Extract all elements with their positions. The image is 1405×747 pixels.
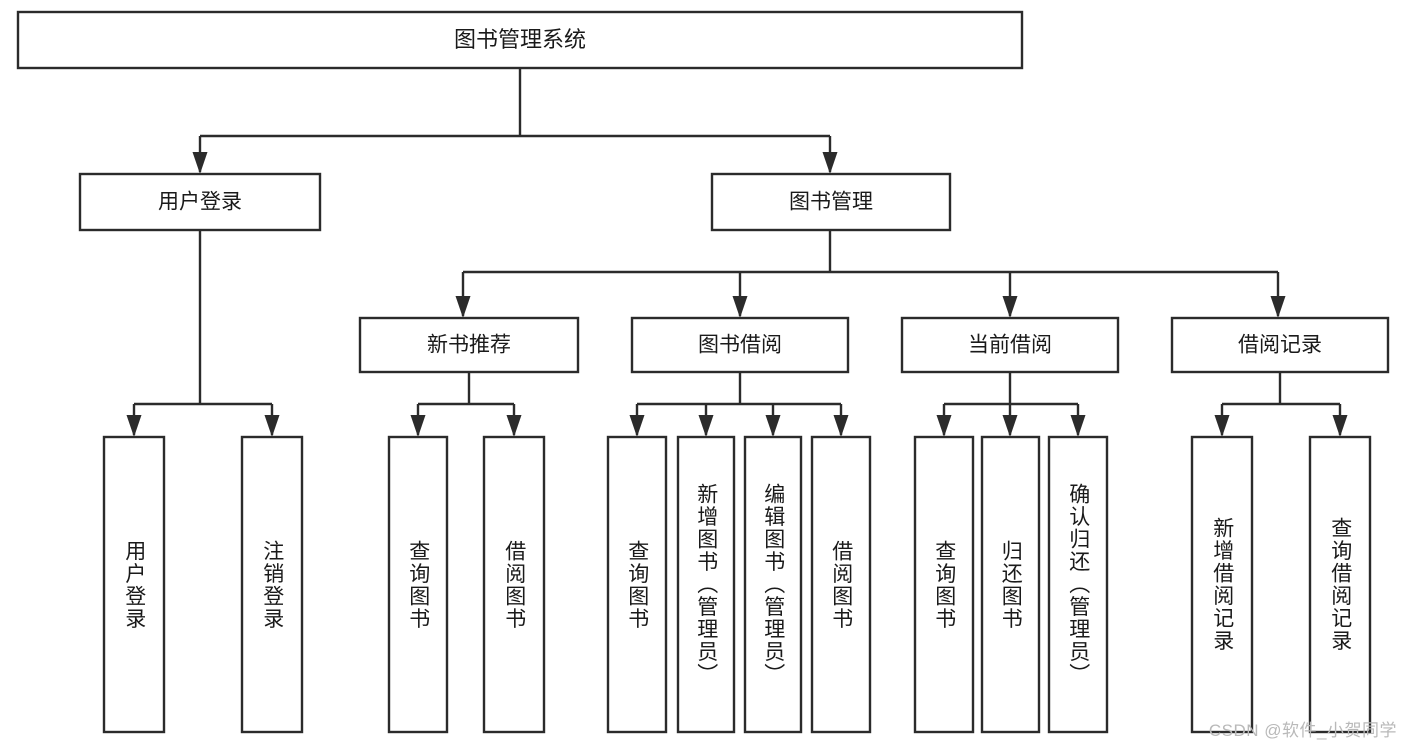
arrow-head-icon bbox=[629, 415, 645, 437]
arrow-head-icon bbox=[936, 415, 952, 437]
arrow-head-icon bbox=[698, 415, 714, 437]
node-book-manage-label: 图书管理 bbox=[789, 191, 873, 214]
arrow-head-icon bbox=[833, 415, 849, 437]
connector-layer bbox=[126, 68, 1348, 437]
node-book-manage-box[interactable] bbox=[710, 172, 952, 232]
watermark-text: CSDN @软件_小贺同学 bbox=[1208, 721, 1397, 740]
arrow-head-icon bbox=[192, 152, 208, 174]
box-layer bbox=[16, 10, 1390, 734]
arrow-head-icon bbox=[1214, 415, 1230, 437]
arrow-head-icon bbox=[1070, 415, 1086, 437]
node-book-borrow-box[interactable] bbox=[630, 316, 850, 374]
arrow-head-icon bbox=[822, 152, 838, 174]
node-leaf-user-login-box[interactable] bbox=[102, 435, 166, 734]
node-borrow-record-box[interactable] bbox=[1170, 316, 1390, 374]
arrow-head-icon bbox=[1270, 296, 1286, 318]
node-root-box[interactable] bbox=[16, 10, 1024, 70]
node-leaf-borrow-book-1-box[interactable] bbox=[482, 435, 546, 734]
node-root-label: 图书管理系统 bbox=[454, 27, 586, 52]
node-leaf-add-record-box[interactable] bbox=[1190, 435, 1254, 734]
arrow-head-icon bbox=[126, 415, 142, 437]
node-leaf-confirm-return-box[interactable] bbox=[1047, 435, 1109, 734]
arrow-head-icon bbox=[264, 415, 280, 437]
node-leaf-query-book-2-box[interactable] bbox=[606, 435, 668, 734]
node-leaf-edit-book-box[interactable] bbox=[743, 435, 803, 734]
node-book-borrow-label: 图书借阅 bbox=[698, 334, 782, 357]
node-user-login-label: 用户登录 bbox=[158, 191, 242, 214]
arrow-head-icon bbox=[1332, 415, 1348, 437]
node-leaf-add-book-box[interactable] bbox=[676, 435, 736, 734]
node-leaf-return-book-box[interactable] bbox=[980, 435, 1041, 734]
node-leaf-query-book-3-box[interactable] bbox=[913, 435, 975, 734]
node-leaf-borrow-book-2-box[interactable] bbox=[810, 435, 872, 734]
node-borrow-record-label: 借阅记录 bbox=[1238, 334, 1322, 357]
node-leaf-query-record-box[interactable] bbox=[1308, 435, 1372, 734]
arrow-head-icon bbox=[765, 415, 781, 437]
node-current-borrow-label: 当前借阅 bbox=[968, 334, 1052, 357]
arrow-head-icon bbox=[1002, 415, 1018, 437]
arrow-head-icon bbox=[506, 415, 522, 437]
arrow-head-icon bbox=[732, 296, 748, 318]
node-new-book-recommend-box[interactable] bbox=[358, 316, 580, 374]
arrow-head-icon bbox=[455, 296, 471, 318]
node-leaf-query-book-1-box[interactable] bbox=[387, 435, 449, 734]
node-leaf-logout-box[interactable] bbox=[240, 435, 304, 734]
node-new-book-recommend-label: 新书推荐 bbox=[427, 334, 511, 357]
arrow-head-icon bbox=[410, 415, 426, 437]
arrow-head-icon bbox=[1002, 296, 1018, 318]
node-user-login-box[interactable] bbox=[78, 172, 322, 232]
node-current-borrow-box[interactable] bbox=[900, 316, 1120, 374]
